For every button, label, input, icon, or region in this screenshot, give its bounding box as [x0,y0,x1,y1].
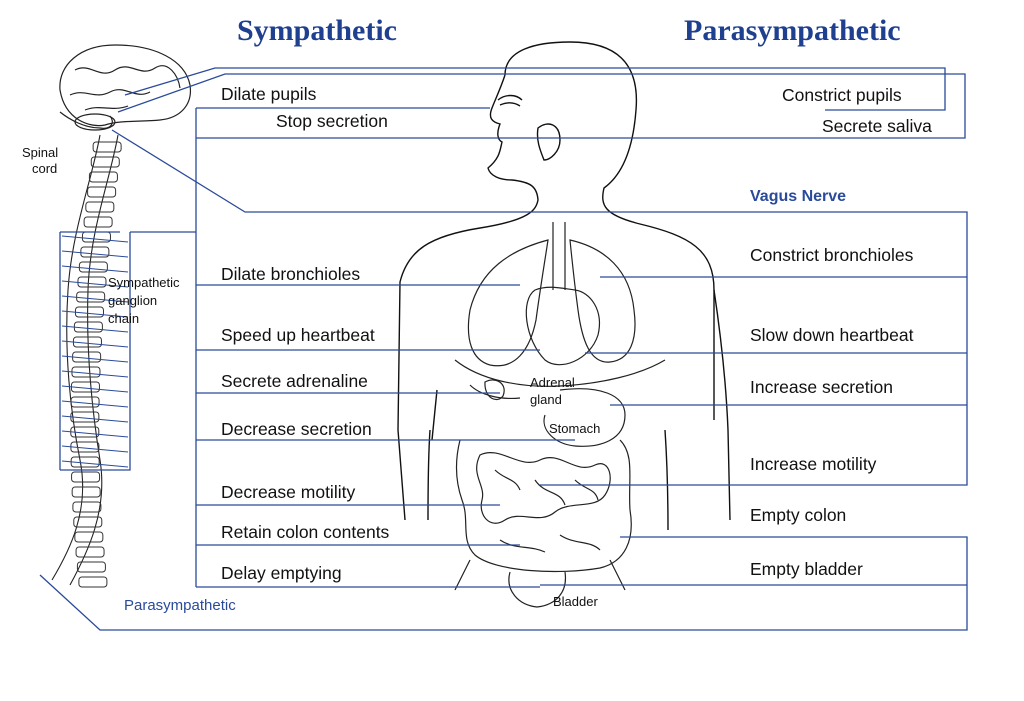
ganglion-link [61,235,129,243]
vertebra [88,171,118,183]
sym-decrease-secretion: Decrease secretion [221,419,372,439]
para-slow-down-heartbeat: Slow down heartbeat [750,325,914,345]
vertebra [78,261,108,273]
vertebra [72,501,102,513]
vertebra [78,576,108,588]
para-increase-motility: Increase motility [750,454,877,474]
label-ganglion-line1: Sympathetic [108,275,180,290]
vertebra [85,201,115,213]
vagus-nerve-label: Vagus Nerve [750,188,847,205]
para-empty-colon: Empty colon [750,505,847,525]
spine [51,134,119,586]
organ-adrenal-line2: gland [530,392,562,407]
label-spinal-cord-line2: cord [32,161,58,176]
label-spinal-cord-line1: Spinal [22,145,59,160]
sym-delay-emptying: Delay emptying [221,563,342,583]
para-increase-secretion: Increase secretion [750,377,893,397]
ganglion-link [61,250,129,258]
sym-decrease-motility: Decrease motility [221,482,356,502]
organ-bladder: Bladder [553,594,598,609]
sym-dilate-bronchioles: Dilate bronchioles [221,264,361,284]
ganglion-link [61,265,129,273]
vertebra [74,306,104,318]
heading-sympathetic: Sympathetic [237,14,397,47]
vertebra [87,186,117,198]
label-ganglion-line3: chain [108,311,140,326]
para-secrete-saliva: Secrete saliva [822,116,932,136]
ganglion-link [61,340,129,348]
para-constrict-pupils: Constrict pupils [782,85,902,105]
vertebrae [70,141,122,588]
ganglion-link [61,385,129,393]
sym-dilate-pupils: Dilate pupils [221,84,317,104]
ganglion-link [61,445,129,453]
organs [454,222,666,608]
vertebra [83,216,113,228]
vertebra [77,276,107,288]
body-outline [397,41,731,531]
sym-stop-secretion: Stop secretion [276,111,388,131]
vertebra [92,141,122,153]
vertebra [71,471,101,483]
ganglion-link [61,295,129,303]
sym-retain-colon-contents: Retain colon contents [221,522,390,542]
ganglion-link [61,325,129,333]
connector-lines [39,67,968,631]
ganglion-link [61,430,129,438]
vertebra [90,156,120,168]
vertebra [76,291,106,303]
vertebra [73,321,103,333]
ganglion-link [61,400,129,408]
para-empty-bladder: Empty bladder [750,559,863,579]
vertebra [74,531,104,543]
ganglion-link [61,280,129,288]
brain [59,44,191,131]
ganglion-link [61,355,129,363]
sym-speed-up-heartbeat: Speed up heartbeat [221,325,375,345]
vertebra [76,561,106,573]
label-parasympathetic-sacral: Parasympathetic [124,597,236,614]
organ-stomach: Stomach [549,421,601,436]
ganglion-link [61,310,129,318]
organ-adrenal-line1: Adrenal [530,375,575,390]
ganglion-link [61,415,129,423]
label-ganglion-line2: ganglion [108,293,158,308]
ganglion-link [61,370,129,378]
heading-parasympathetic: Parasympathetic [684,14,901,47]
para-constrict-bronchioles: Constrict bronchioles [750,245,914,265]
vertebra [80,246,110,258]
vertebra [75,546,105,558]
ganglion-chain-lines [61,235,129,468]
sym-secrete-adrenaline: Secrete adrenaline [221,371,368,391]
ganglion-link [61,460,129,468]
vertebra [71,486,101,498]
vertebra [73,516,103,528]
